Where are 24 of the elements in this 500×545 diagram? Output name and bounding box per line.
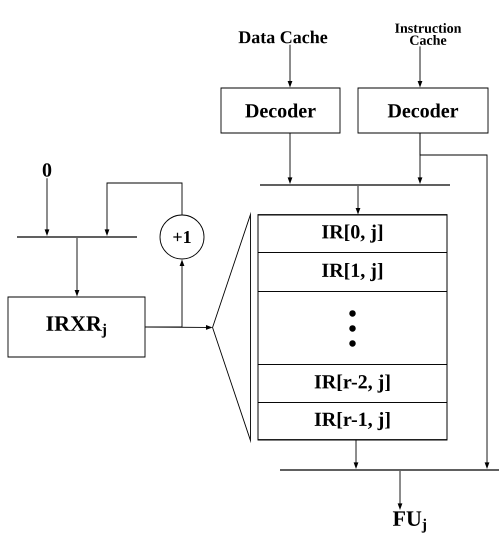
register-cell: IR[r-2, j] (258, 364, 448, 403)
arrow (104, 182, 182, 236)
source-label: Instruction Cache (395, 23, 462, 45)
arrow (420, 133, 490, 469)
register-cell: IR[1, j] (258, 252, 448, 292)
decoder-box: Decoder (220, 88, 340, 134)
register-cell: IR[0, j] (258, 214, 448, 253)
register-cell: IR[r-1, j] (258, 402, 448, 440)
register-array (258, 214, 448, 440)
arrow (74, 238, 80, 297)
source-label: Data Cache (238, 30, 328, 44)
arrow (288, 44, 292, 88)
arrow (145, 325, 213, 330)
arrow (44, 178, 50, 236)
input-label: 0 (42, 163, 52, 177)
output-label: FU$_{j}$ (392, 511, 426, 533)
ellipsis-cell (258, 291, 448, 365)
arrow (398, 470, 402, 510)
arrow (288, 133, 292, 184)
arrow (356, 186, 360, 215)
decoder-box: Decoder (358, 88, 488, 134)
arrow (418, 46, 422, 88)
arrow (354, 440, 358, 469)
register-box: IRXR$_{j}$ (8, 296, 146, 358)
